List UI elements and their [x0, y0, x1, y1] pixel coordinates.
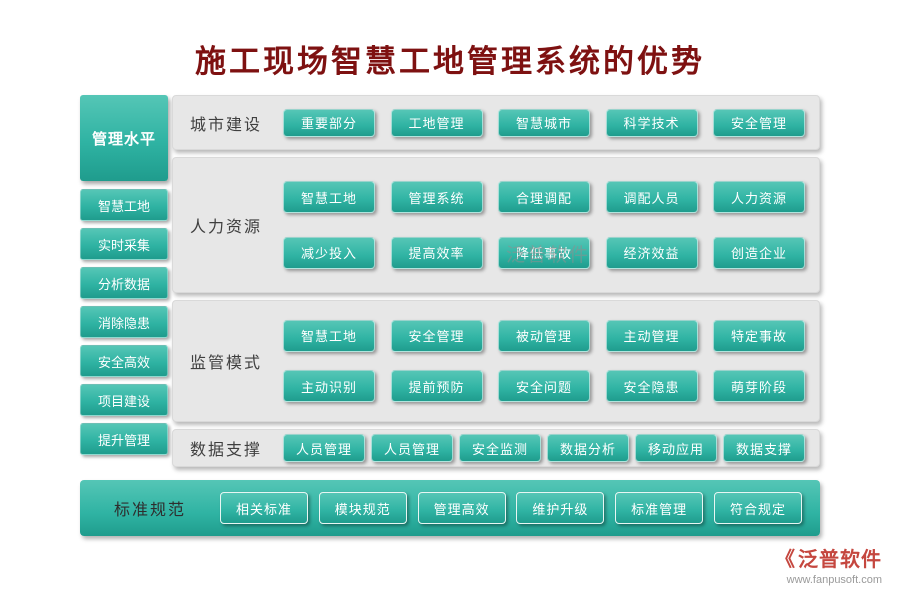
sidebar-item[interactable]: 实时采集: [80, 228, 168, 260]
tag-button[interactable]: 降低事故: [498, 236, 590, 269]
tag-button[interactable]: 被动管理: [498, 319, 590, 352]
footer-buttons: 相关标准模块规范管理高效维护升级标准管理符合规定: [220, 492, 820, 524]
brand-logo-url: www.fanpusoft.com: [786, 574, 882, 586]
tag-button[interactable]: 安全问题: [498, 370, 590, 403]
category-row-buttons: 重要部分工地管理智慧城市科学技术安全管理: [279, 96, 819, 149]
tag-button[interactable]: 经济效益: [605, 236, 698, 269]
tag-button[interactable]: 人力资源: [713, 181, 805, 214]
category-row-label: 人力资源: [189, 219, 262, 236]
category-row-label: 数据支撑: [189, 442, 262, 459]
category-row-label: 监管模式: [189, 355, 262, 372]
tag-button[interactable]: 工地管理: [390, 108, 483, 137]
tag-button[interactable]: 智慧工地: [283, 319, 375, 352]
sidebar-item[interactable]: 项目建设: [80, 384, 168, 416]
button-line: 智慧工地管理系统合理调配调配人员人力资源: [283, 181, 805, 214]
sidebar-item[interactable]: 消除隐患: [80, 306, 168, 338]
tag-button[interactable]: 创造企业: [713, 236, 805, 269]
tag-button[interactable]: 人员管理: [283, 434, 365, 462]
category-row-buttons: 智慧工地安全管理被动管理主动管理特定事故主动识别提前预防安全问题安全隐患萌芽阶段: [279, 301, 819, 421]
tag-button[interactable]: 智慧城市: [498, 108, 590, 137]
category-row-buttons: 智慧工地管理系统合理调配调配人员人力资源减少投入提高效率降低事故经济效益创造企业: [279, 158, 819, 292]
category-row: 数据支撑人员管理人员管理安全监测数据分析移动应用数据支撑: [172, 429, 820, 467]
sidebar-item[interactable]: 提升管理: [80, 423, 168, 455]
tag-button[interactable]: 安全监测: [459, 434, 541, 462]
tag-button[interactable]: 数据支撑: [723, 434, 805, 462]
button-line: 人员管理人员管理安全监测数据分析移动应用数据支撑: [283, 434, 805, 462]
tag-button[interactable]: 主动管理: [605, 319, 698, 352]
footer-tag-button[interactable]: 相关标准: [220, 492, 308, 524]
footer-bar: 标准规范 相关标准模块规范管理高效维护升级标准管理符合规定: [80, 480, 820, 536]
category-row: 城市建设 重要部分工地管理智慧城市科学技术安全管理: [172, 95, 820, 150]
button-line: 减少投入提高效率降低事故经济效益创造企业: [283, 236, 805, 269]
tag-button[interactable]: 科学技术: [605, 108, 698, 137]
footer-tag-button[interactable]: 管理高效: [417, 492, 506, 524]
footer-tag-button[interactable]: 标准管理: [615, 492, 704, 524]
footer-label: 标准规范: [113, 502, 186, 519]
tag-button[interactable]: 数据分析: [547, 434, 629, 462]
button-line: 重要部分工地管理智慧城市科学技术安全管理: [283, 108, 805, 137]
tag-button[interactable]: 合理调配: [498, 181, 590, 214]
tag-button[interactable]: 特定事故: [713, 319, 805, 352]
sidebar-item[interactable]: 智慧工地: [80, 189, 168, 221]
tag-button[interactable]: 智慧工地: [283, 181, 375, 214]
page-title: 施工现场智慧工地管理系统的优势: [195, 44, 705, 79]
tag-button[interactable]: 安全隐患: [605, 370, 698, 403]
category-row: 监管模式智慧工地安全管理被动管理主动管理特定事故主动识别提前预防安全问题安全隐患…: [172, 300, 820, 422]
brand-logo-text: 《泛普软件: [775, 543, 882, 572]
tag-button[interactable]: 调配人员: [605, 181, 698, 214]
tag-button[interactable]: 重要部分: [283, 108, 375, 137]
brand-logo-mark-icon: 《: [775, 549, 796, 571]
sidebar-header: 管理水平: [80, 95, 168, 181]
tag-button[interactable]: 主动识别: [283, 370, 375, 403]
tag-button[interactable]: 移动应用: [635, 434, 717, 462]
brand-logo-name: 泛普软件: [798, 549, 882, 571]
footer-tag-button[interactable]: 符合规定: [713, 492, 802, 524]
footer-tag-button[interactable]: 模块规范: [318, 492, 407, 524]
tag-button[interactable]: 减少投入: [283, 236, 375, 269]
sidebar-item[interactable]: 安全高效: [80, 345, 168, 377]
sidebar: 管理水平 智慧工地实时采集分析数据消除隐患安全高效项目建设提升管理: [80, 95, 168, 462]
category-row-label: 城市建设: [189, 116, 262, 134]
brand-logo: 《泛普软件 www.fanpusoft.com: [775, 543, 882, 586]
tag-button[interactable]: 提高效率: [390, 236, 483, 269]
footer-tag-button[interactable]: 维护升级: [516, 492, 605, 524]
tag-button[interactable]: 安全管理: [713, 108, 805, 137]
tag-button[interactable]: 安全管理: [390, 319, 483, 352]
tag-button[interactable]: 萌芽阶段: [713, 370, 805, 403]
tag-button[interactable]: 提前预防: [390, 370, 483, 403]
category-row-buttons: 人员管理人员管理安全监测数据分析移动应用数据支撑: [279, 430, 819, 466]
sidebar-item[interactable]: 分析数据: [80, 267, 168, 299]
category-rows: 城市建设重要部分工地管理智慧城市科学技术安全管理人力资源智慧工地管理系统合理调配…: [172, 95, 820, 474]
button-line: 智慧工地安全管理被动管理主动管理特定事故: [283, 319, 805, 352]
tag-button[interactable]: 人员管理: [371, 434, 453, 462]
button-line: 主动识别提前预防安全问题安全隐患萌芽阶段: [283, 370, 805, 403]
sidebar-items: 智慧工地实时采集分析数据消除隐患安全高效项目建设提升管理: [80, 189, 168, 455]
category-row: 人力资源智慧工地管理系统合理调配调配人员人力资源减少投入提高效率降低事故经济效益…: [172, 157, 820, 293]
tag-button[interactable]: 管理系统: [390, 181, 483, 214]
